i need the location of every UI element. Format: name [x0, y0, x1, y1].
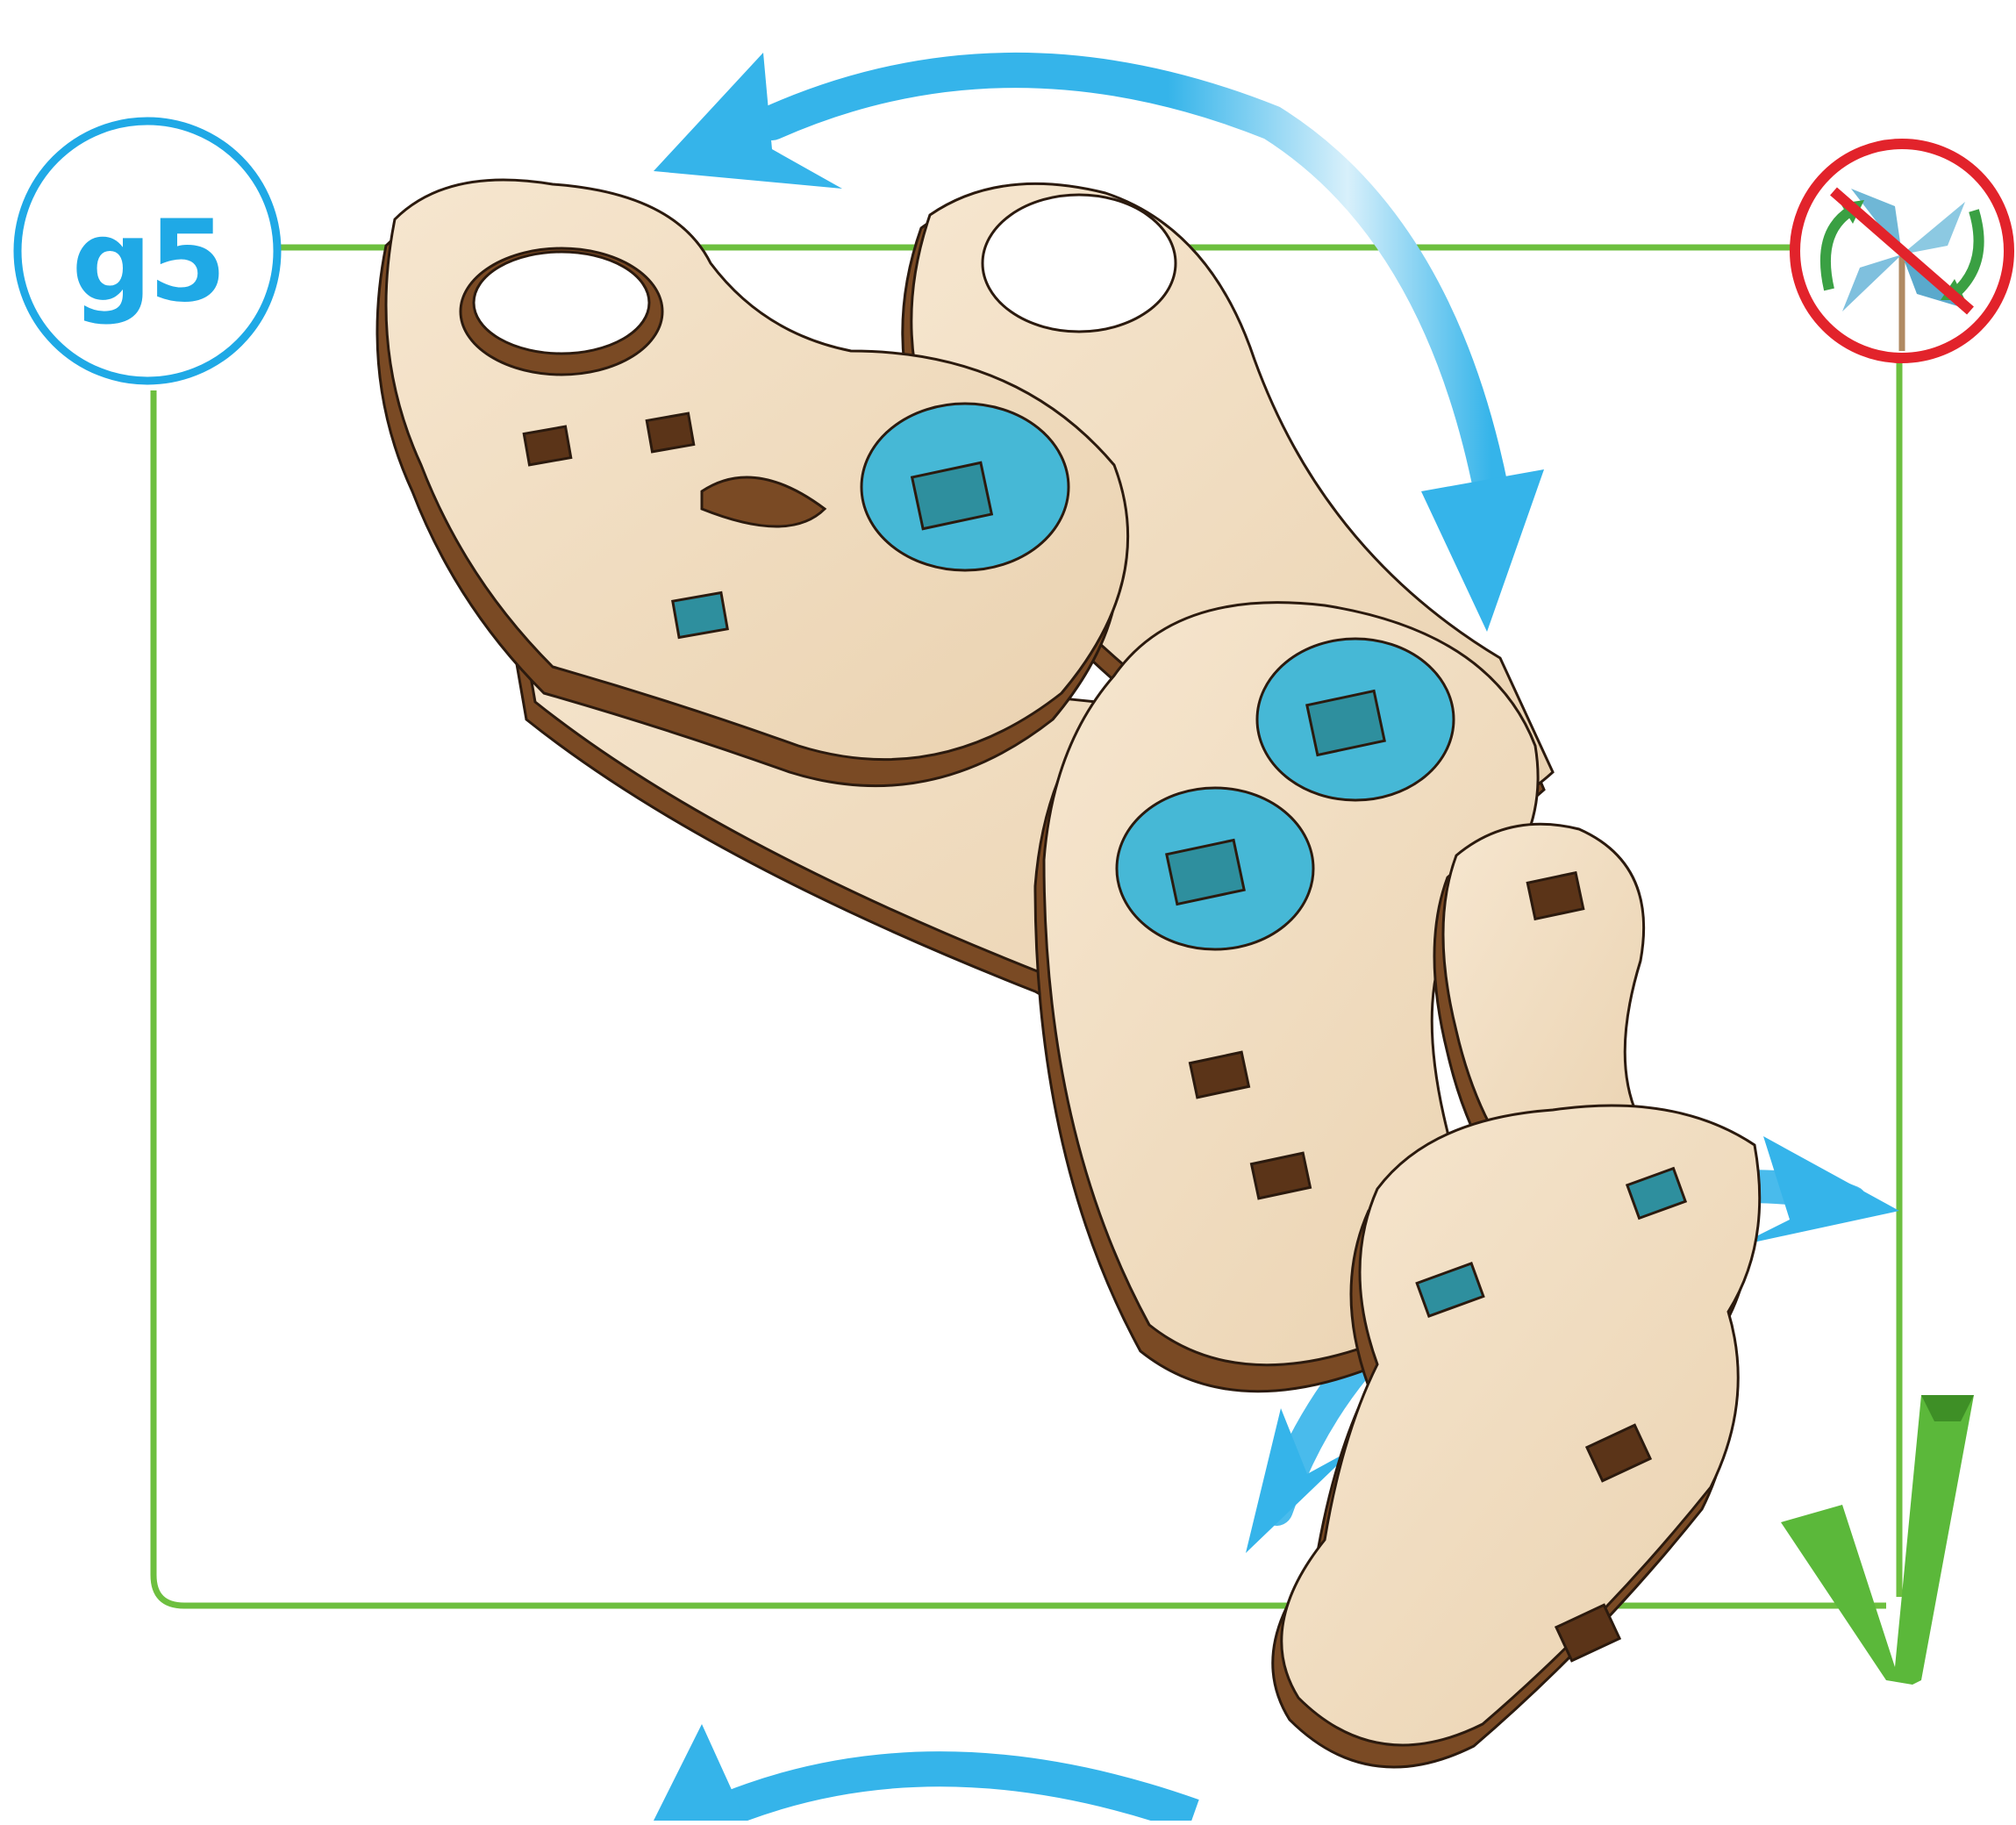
step-label: g5 — [16, 130, 279, 393]
rotation-arrow-icon — [654, 1724, 1193, 1821]
checkmark-icon — [1781, 1395, 1974, 1685]
wooden-arm-assembly — [377, 180, 1760, 1767]
pinwheel-prohibited-icon — [1795, 144, 2009, 358]
